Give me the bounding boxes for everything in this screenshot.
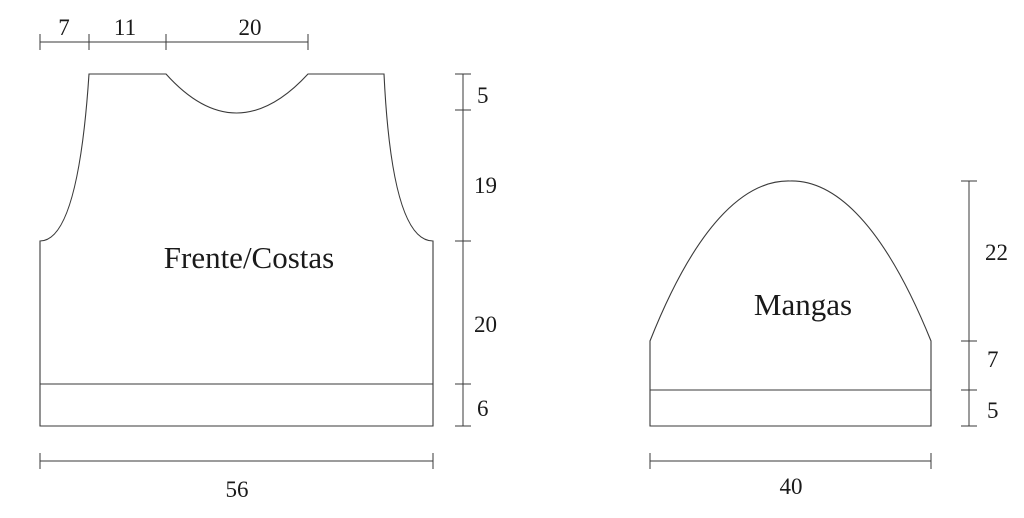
sleeve-height-dimension: 22 7 5	[961, 180, 1008, 427]
width-dim-label: 56	[226, 477, 249, 502]
sleeve-label: Mangas	[754, 287, 852, 322]
sleeve-height-dim-body: 7	[987, 347, 999, 372]
height-dim-neck-depth: 5	[477, 83, 489, 108]
front-back-height-dimension: 5 19 20 6	[455, 73, 497, 427]
sleeve-piece: Mangas	[649, 180, 932, 427]
top-dim-shoulder: 7	[58, 15, 70, 40]
top-dim-neck: 20	[239, 15, 262, 40]
front-back-piece: Frente/Costas	[39, 73, 434, 427]
sleeve-height-dim-ribbing: 5	[987, 398, 999, 423]
front-back-top-dimension: 7 11 20	[39, 15, 309, 50]
top-dim-side: 11	[114, 15, 136, 40]
height-dim-ribbing: 6	[477, 396, 489, 421]
front-back-width-dimension: 56	[39, 453, 434, 502]
front-back-label: Frente/Costas	[164, 240, 335, 275]
sleeve-height-dim-cap: 22	[985, 240, 1008, 265]
sleeve-width-dimension: 40	[649, 453, 932, 499]
front-back-outline	[39, 73, 434, 427]
height-dim-armhole: 19	[474, 173, 497, 198]
sleeve-width-dim-label: 40	[780, 474, 803, 499]
sleeve-outline	[649, 180, 932, 427]
height-dim-body: 20	[474, 312, 497, 337]
